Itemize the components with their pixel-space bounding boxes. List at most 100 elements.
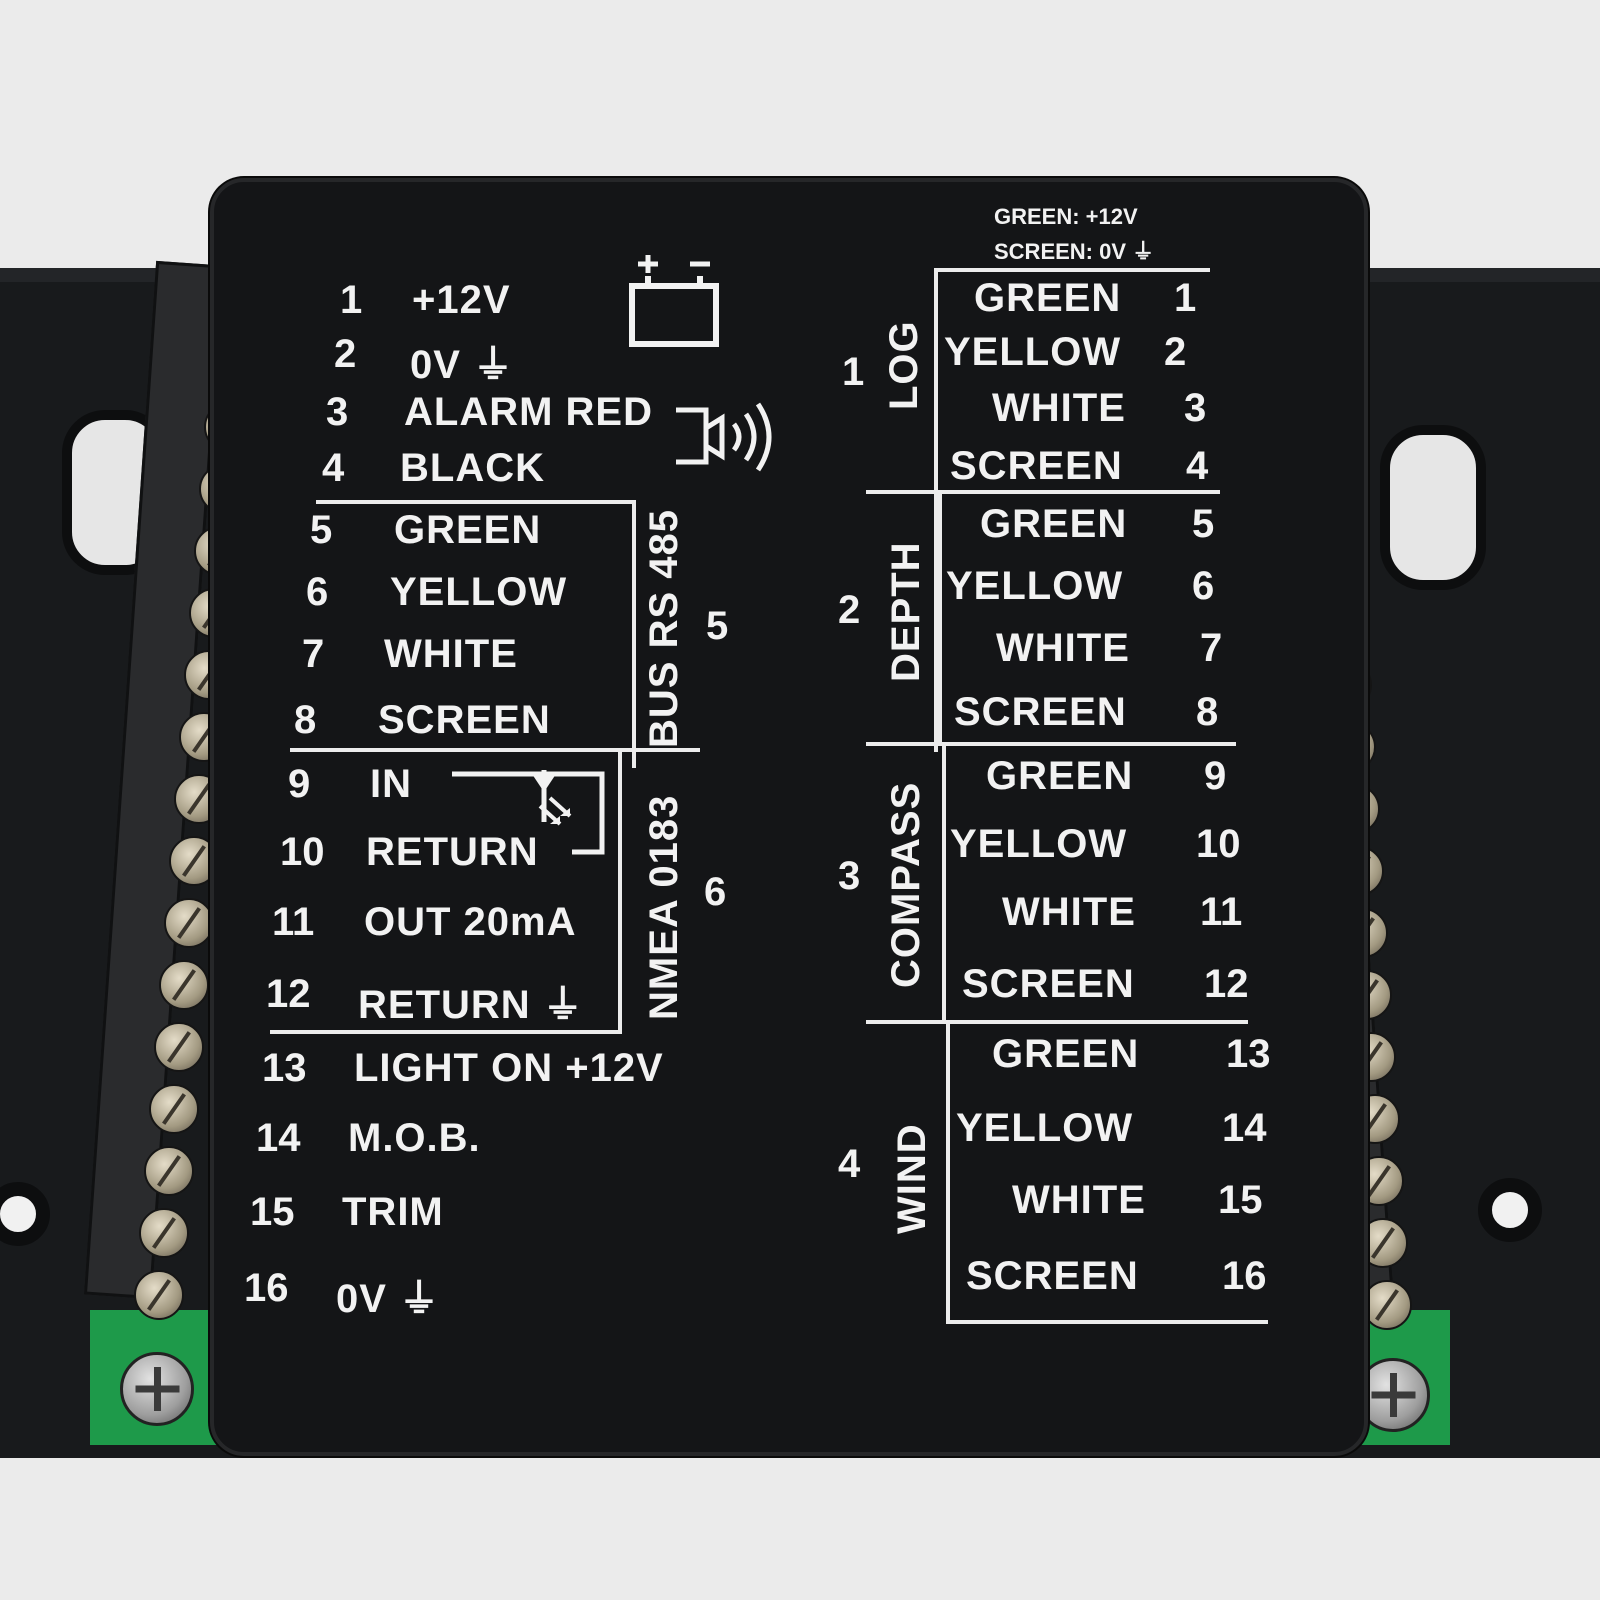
left-terminal-number: 1 [340,278,363,322]
left-terminal-label: YELLOW [390,570,568,614]
right-terminal-label: WHITE [1002,890,1136,934]
right-terminal-number: 2 [1164,330,1187,374]
group-num-bus: 5 [706,604,729,648]
right-terminal-label: SCREEN [950,444,1123,488]
terminal-screw [149,1084,199,1134]
left-terminal-label: GREEN [394,508,542,552]
divider-line [618,748,622,1034]
terminal-screw [1362,1280,1412,1330]
left-terminal-label: SCREEN [378,698,551,742]
right-group-number: 1 [842,350,865,394]
right-terminal-number: 15 [1218,1178,1263,1222]
divider-line [290,748,700,752]
divider-line [866,742,1236,746]
right-terminal-number: 14 [1222,1106,1267,1150]
right-group-label: WIND [890,1123,934,1234]
right-terminal-label: YELLOW [944,330,1122,374]
right-terminal-label: GREEN [986,754,1134,798]
left-terminal-number: 9 [288,762,311,806]
right-terminal-label: GREEN [974,276,1122,320]
group-num-nmea: 6 [704,870,727,914]
junction-module: GREEN: +12V SCREEN: 0V ⏚ BUS RS 485 5 NM… [210,178,1368,1456]
left-terminal-label: WHITE [384,632,518,676]
left-terminal-label: OUT 20mA [364,900,577,944]
left-terminal-number: 12 [266,972,311,1016]
optocoupler-icon [452,770,605,855]
mounting-screw-left [120,1352,194,1426]
right-terminal-label: SCREEN [954,690,1127,734]
left-terminal-number: 14 [256,1116,301,1160]
divider-line [866,1020,1248,1024]
right-terminal-number: 4 [1186,444,1209,488]
group-label-nmea-0183: NMEA 0183 [642,794,686,1020]
left-terminal-number: 7 [302,632,325,676]
right-terminal-label: SCREEN [962,962,1135,1006]
left-terminal-label: RETURN [366,830,539,874]
right-terminal-label: WHITE [992,386,1126,430]
battery-icon [629,255,719,347]
left-terminal-number: 11 [272,900,315,944]
right-group-number: 3 [838,854,861,898]
divider-line [934,268,1210,272]
right-group-label: COMPASS [884,781,928,988]
left-terminal-number: 13 [262,1046,307,1090]
right-terminal-number: 8 [1196,690,1219,734]
terminal-screw [154,1022,204,1072]
right-terminal-label: GREEN [992,1032,1140,1076]
divider-line [946,1320,1268,1324]
divider-line [270,1030,622,1034]
left-terminal-number: 5 [310,508,333,552]
left-terminal-number: 2 [334,332,357,376]
note-green-12v: GREEN: +12V [994,204,1138,229]
left-terminal-number: 4 [322,446,345,490]
left-terminal-label: TRIM [342,1190,444,1234]
right-terminal-label: YELLOW [950,822,1128,866]
right-terminal-number: 11 [1200,890,1243,934]
right-group-label: LOG [882,320,926,410]
terminal-screw [134,1270,184,1320]
right-terminal-number: 5 [1192,502,1215,546]
right-group-label: DEPTH [884,541,928,682]
right-terminal-number: 12 [1204,962,1249,1006]
left-terminal-label: IN [370,762,412,806]
left-terminal-number: 10 [280,830,325,874]
divider-line [316,500,636,504]
left-terminal-number: 16 [244,1266,289,1310]
left-terminal-label: M.O.B. [348,1116,481,1160]
right-terminal-label: YELLOW [956,1106,1134,1150]
right-terminal-number: 1 [1174,276,1197,320]
right-terminal-label: WHITE [1012,1178,1146,1222]
right-terminal-label: WHITE [996,626,1130,670]
buzzer-icon [676,402,772,472]
divider-line [938,490,942,746]
group-label-bus-rs485: BUS RS 485 [642,509,686,748]
right-terminal-number: 6 [1192,564,1215,608]
left-terminal-number: 6 [306,570,329,614]
left-terminal-number: 3 [326,390,349,434]
terminal-screw [139,1208,189,1258]
divider-line [632,500,636,768]
right-group-number: 2 [838,588,861,632]
terminal-screw [159,960,209,1010]
right-terminal-number: 7 [1200,626,1223,670]
right-terminal-number: 16 [1222,1254,1267,1298]
right-group-number: 4 [838,1142,861,1186]
divider-line [946,1020,950,1322]
left-terminal-label: ALARM RED [404,390,653,434]
right-terminal-label: YELLOW [946,564,1124,608]
left-terminal-label: 0V ⏚ [410,343,515,387]
left-terminal-number: 15 [250,1190,295,1234]
terminal-screw [144,1146,194,1196]
right-terminal-number: 13 [1226,1032,1271,1076]
right-terminal-label: GREEN [980,502,1128,546]
right-terminal-number: 9 [1204,754,1227,798]
right-terminal-number: 10 [1196,822,1241,866]
left-terminal-label: RETURN ⏚ [358,983,584,1027]
divider-line [934,268,938,752]
right-terminal-number: 3 [1184,386,1207,430]
mounting-hole-right [1478,1178,1542,1242]
left-terminal-label: LIGHT ON +12V [354,1046,664,1090]
left-terminal-label: 0V ⏚ [336,1277,441,1321]
right-terminal-label: SCREEN [966,1254,1139,1298]
left-terminal-label: BLACK [400,446,545,490]
